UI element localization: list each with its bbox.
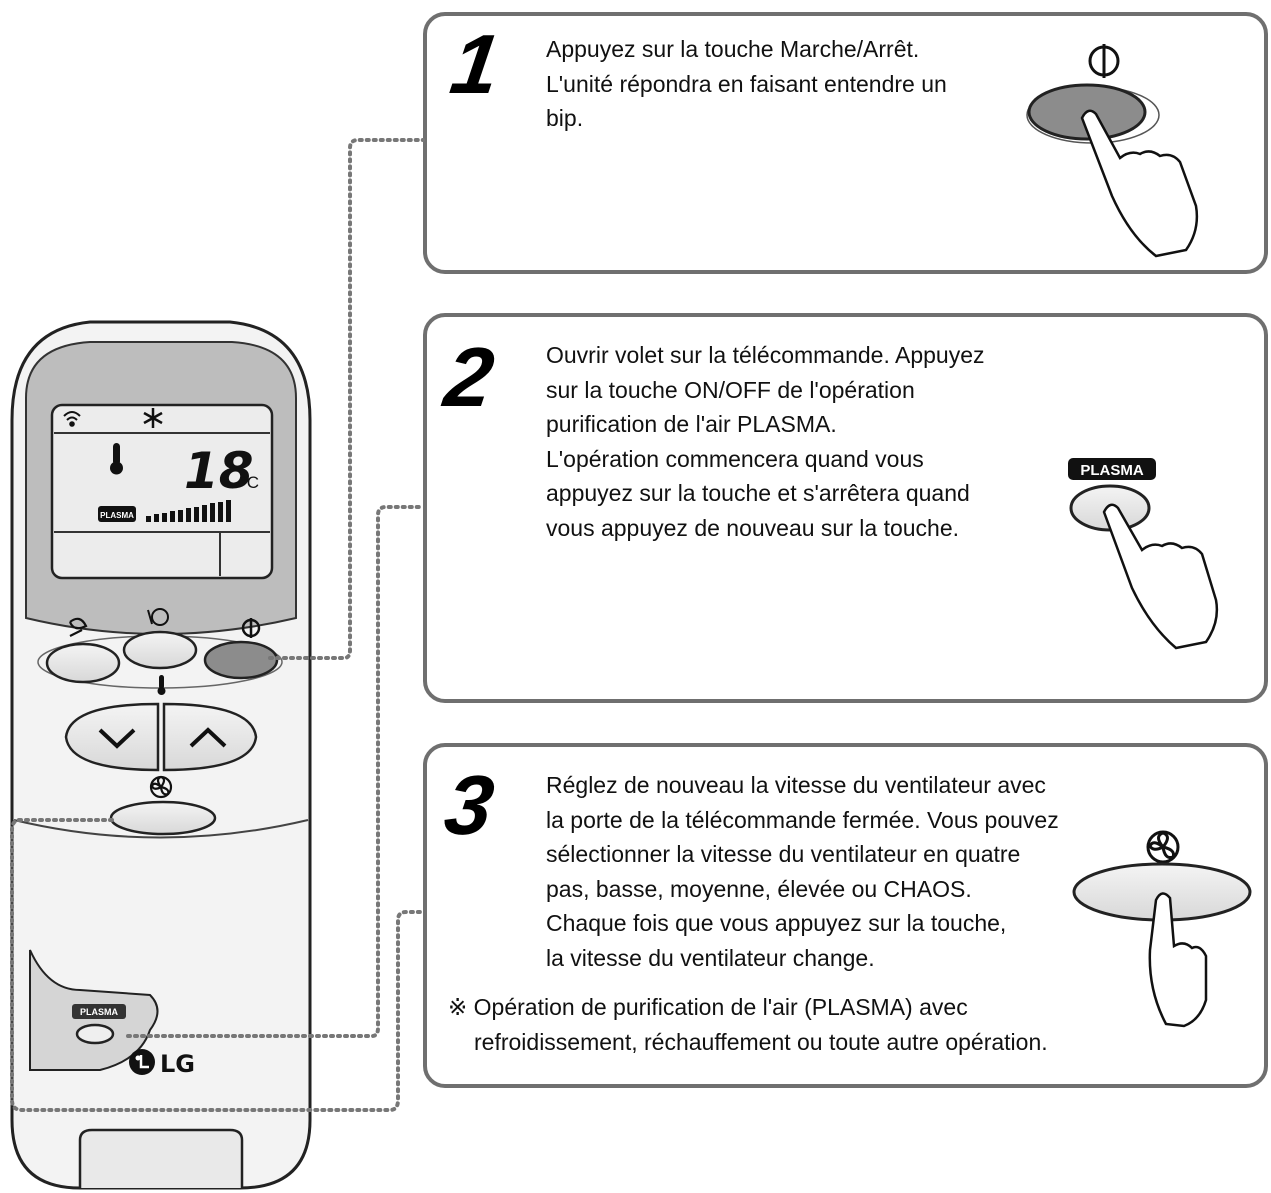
lg-logo: LG <box>129 1049 195 1078</box>
fan-icon <box>1146 830 1180 864</box>
step-2-line: purification de l'air PLASMA. <box>546 411 837 438</box>
fan-level-bars <box>146 500 231 522</box>
fan-speed-button[interactable] <box>109 800 217 836</box>
snowflake-icon <box>143 408 163 428</box>
step-3-line: pas, basse, moyenne, élevée ou CHAOS. <box>546 875 972 902</box>
step-2-line: vous appuyez de nouveau sur la touche. <box>546 514 960 541</box>
plasma-badge <box>1068 458 1156 480</box>
power-button[interactable] <box>203 640 279 680</box>
lcd-temperature: 18 <box>184 442 254 500</box>
lcd-plasma-text: PLASMA <box>100 511 134 520</box>
chevron-up-icon <box>189 727 227 748</box>
note-line-2: refroidissement, réchauffement ou toute … <box>474 1029 1048 1055</box>
note-text: Opération de purification de l'air (PLAS… <box>473 994 968 1020</box>
note: ※ Opération de purification de l'air (PL… <box>448 990 1048 1060</box>
pointing-hand-icon <box>1102 503 1219 650</box>
step-2-line: sur la touche ON/OFF de l'opération <box>546 376 915 403</box>
step-1-illustration <box>1026 44 1199 258</box>
swing-button[interactable] <box>45 642 121 684</box>
thermometer-icon <box>110 443 123 475</box>
step-text-3: Réglez de nouveau la vitesse du ventilat… <box>546 768 1059 976</box>
step-1-line: L'unité répondra en faisant entendre un <box>546 70 947 97</box>
step-3-illustration <box>1072 830 1252 1028</box>
note-marker: ※ <box>448 994 468 1020</box>
remote-plasma-text: PLASMA <box>80 1007 119 1017</box>
temp-up-button[interactable] <box>162 702 258 772</box>
fan-icon <box>149 775 173 799</box>
chevron-down-icon <box>98 728 136 749</box>
step-1-line: bip. <box>546 105 584 132</box>
thermometer-icon <box>157 675 166 695</box>
step-3-line: la vitesse du ventilateur change. <box>546 944 875 971</box>
step-3-line: Réglez de nouveau la vitesse du ventilat… <box>546 772 1046 798</box>
remote-plasma-label <box>72 1004 126 1019</box>
plasma-badge-text: PLASMA <box>1080 462 1144 479</box>
step-2-line: appuyez sur la touche et s'arrêtera quan… <box>546 480 970 507</box>
step-text-2: Ouvrir volet sur la télécommande. Appuye… <box>546 338 984 546</box>
step-2-line: Ouvrir volet sur la télécommande. Appuye… <box>546 342 985 368</box>
pointing-hand-icon <box>1080 109 1199 258</box>
step-2-line: L'opération commencera quand vous <box>546 445 924 472</box>
step-2-illustration: PLASMA <box>1068 458 1219 650</box>
remote-plasma-button[interactable] <box>75 1023 115 1045</box>
connector-lines <box>10 138 425 1112</box>
step-3-line: sélectionner la vitesse du ventilateur e… <box>546 841 1021 868</box>
connector-step-2 <box>126 505 425 1038</box>
signal-icon <box>63 411 81 427</box>
swing-icon <box>68 617 88 637</box>
step-3-line: la porte de la télécommande fermée. Vous… <box>546 806 1059 833</box>
jet-mode-icon <box>147 608 169 626</box>
temp-down-button[interactable] <box>64 702 160 772</box>
connector-step-3 <box>10 818 425 1112</box>
step-1-line: Appuyez sur la touche Marche/Arrêt. <box>546 36 920 62</box>
note-line-1: ※ Opération de purification de l'air (PL… <box>448 990 1048 1025</box>
remote-control: 18 °C PLASMA <box>10 320 312 1190</box>
step-panel-1 <box>423 12 1268 274</box>
pointing-hand-icon <box>1148 892 1208 1028</box>
step-3-line: Chaque fois que vous appuyez sur la touc… <box>546 910 1007 937</box>
lcd-unit: °C <box>240 473 259 492</box>
step-text-1: Appuyez sur la touche Marche/Arrêt. L'un… <box>546 32 947 136</box>
lg-text: LG <box>160 1050 195 1078</box>
connector-step-1 <box>268 138 425 660</box>
power-icon <box>241 618 261 638</box>
battery-cover <box>78 1128 244 1188</box>
jet-mode-button[interactable] <box>122 630 198 670</box>
lcd-screen <box>50 403 274 580</box>
lcd-plasma-badge <box>98 506 136 522</box>
power-icon <box>1088 44 1120 78</box>
